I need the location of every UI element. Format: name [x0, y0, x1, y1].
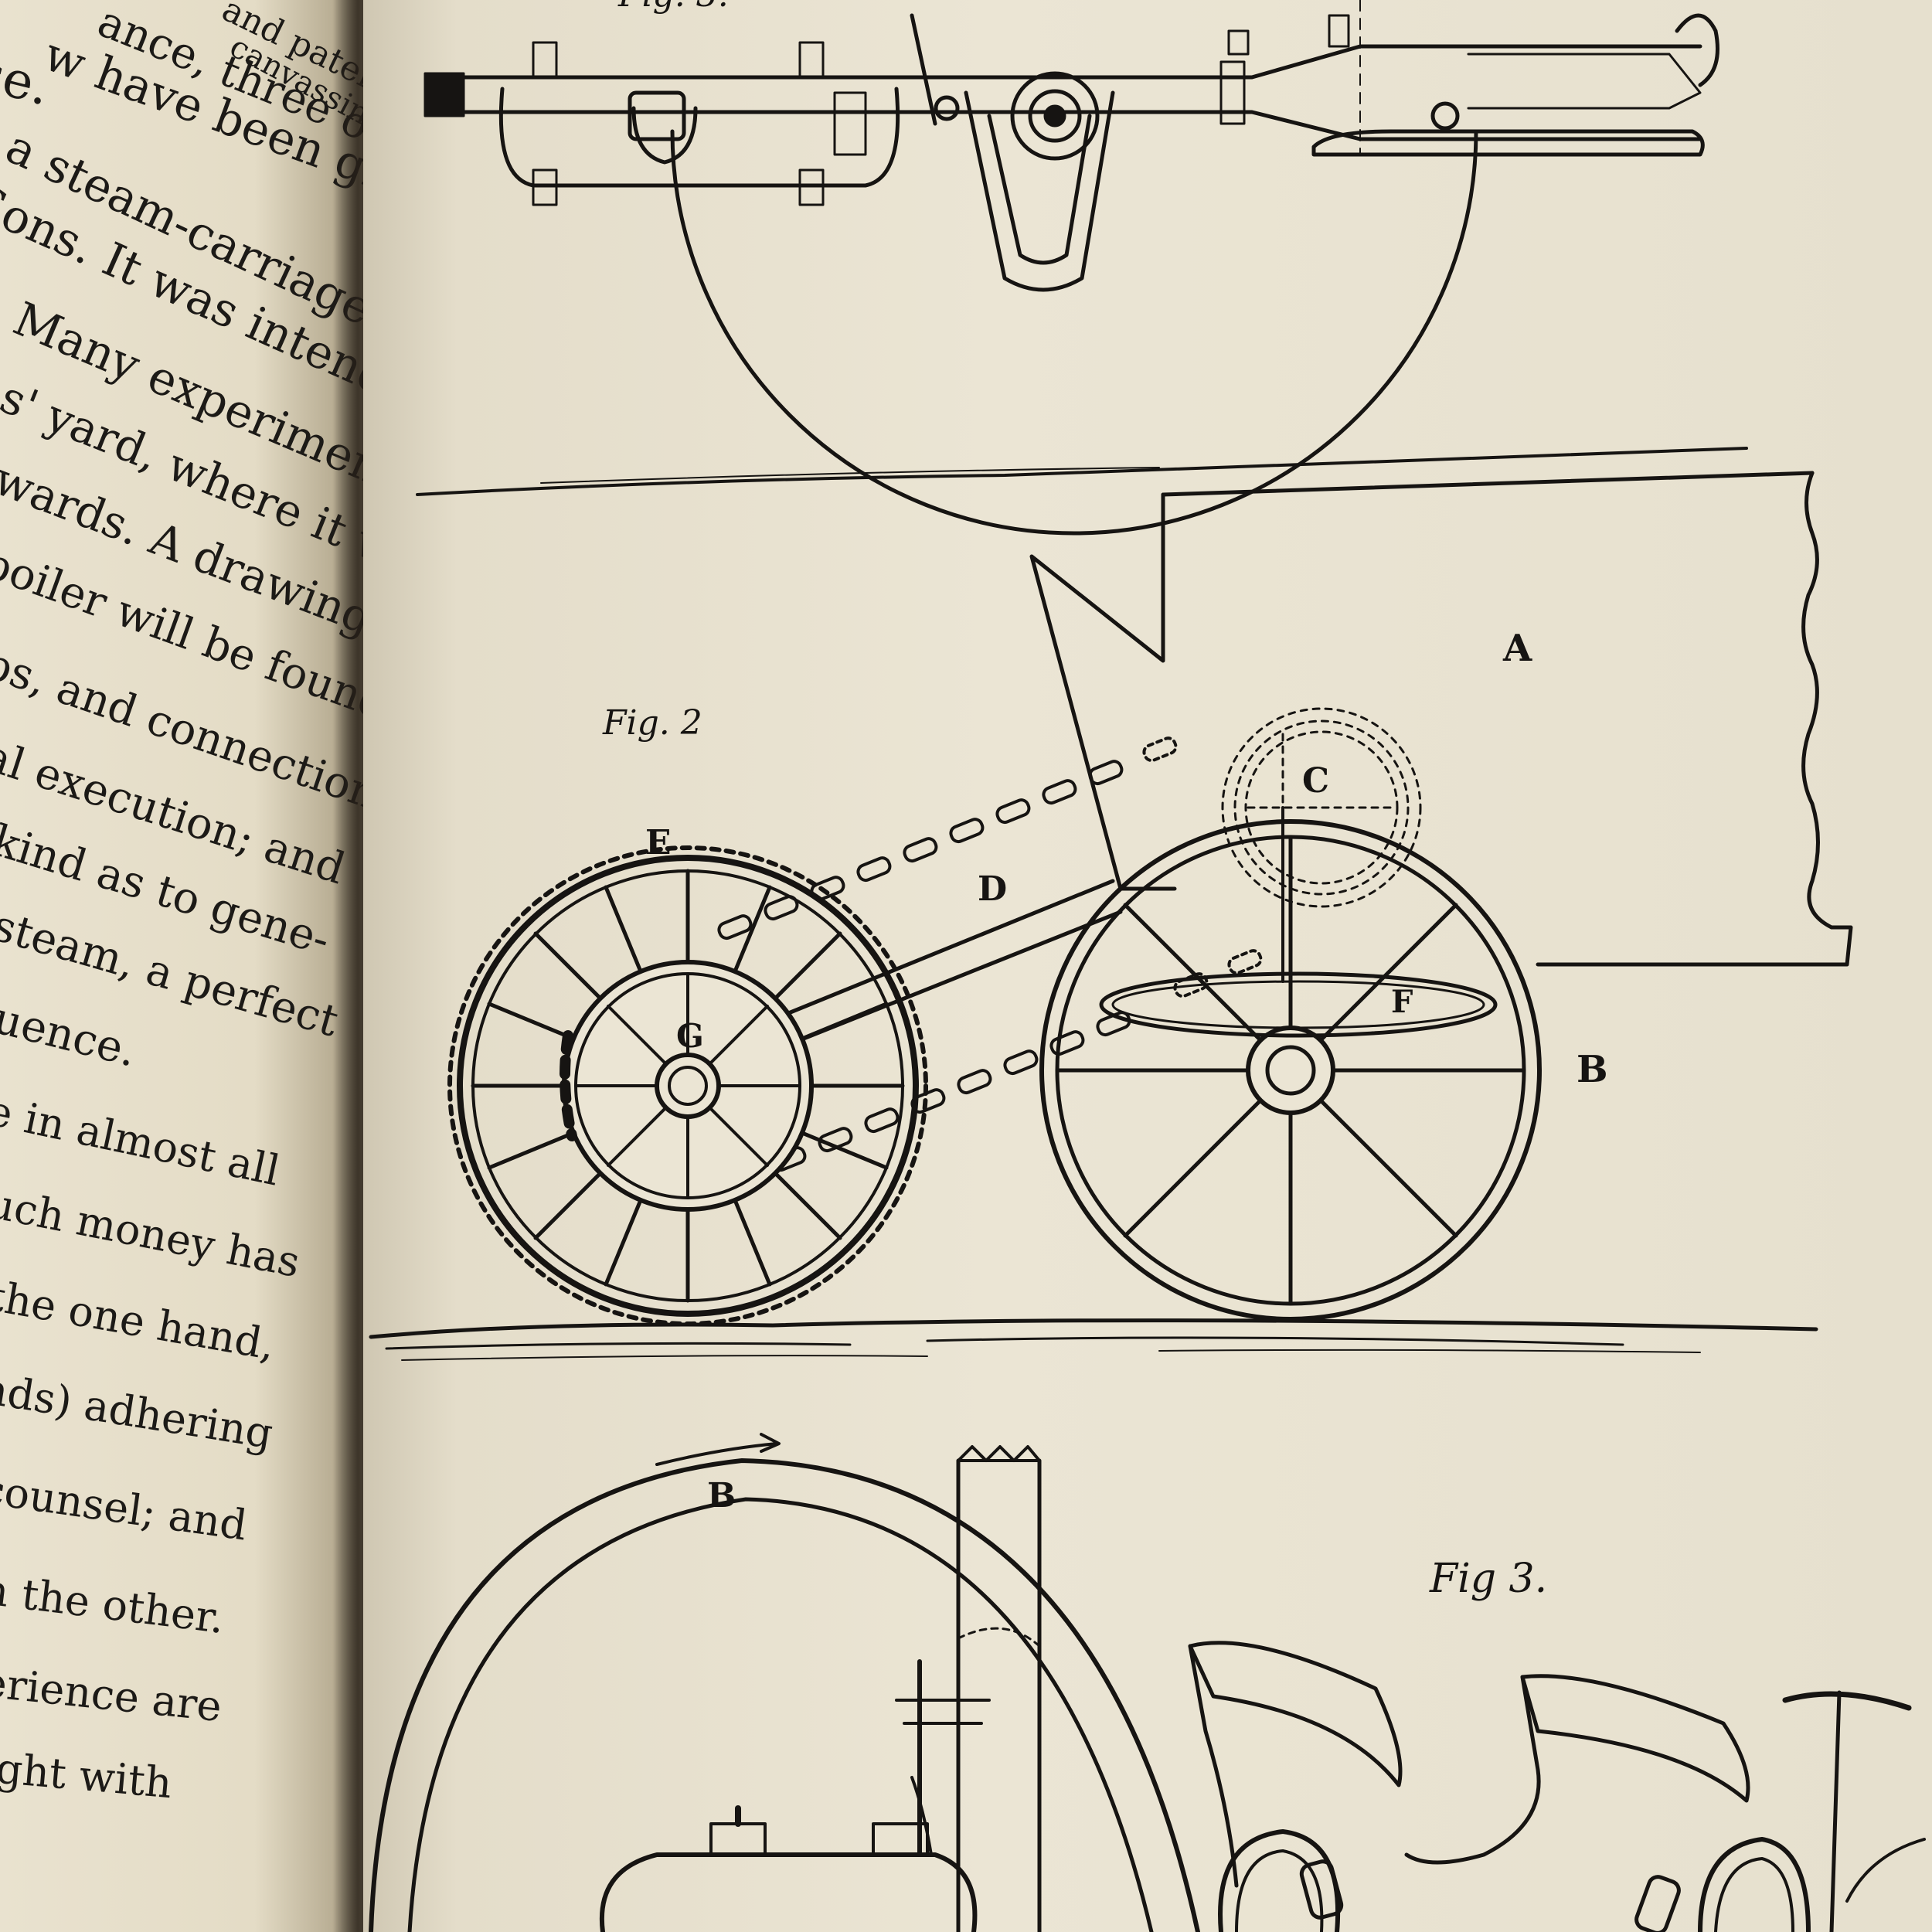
fig1-label: Fig. 3. [617, 0, 729, 15]
label-e: E [645, 823, 672, 862]
fig2-chain-drive-carriage [369, 471, 1853, 1361]
label-a: A [1502, 627, 1532, 670]
fig2-label: Fig. 2 [602, 703, 702, 743]
fig1-steam-carriage-plan [416, 0, 1748, 536]
label-b: B [1577, 1048, 1608, 1091]
label-g: G [676, 1017, 704, 1055]
left-text-page: w have been gradually ance, three or fou… [0, 0, 363, 1932]
toothed-drive-wheel [447, 845, 928, 1326]
label-c: C [1302, 761, 1329, 801]
label-f: F [1391, 984, 1413, 1020]
label-b-fig3: B [707, 1476, 736, 1515]
fig3-label: Fig 3. [1429, 1556, 1547, 1602]
fig3-carriage-side [369, 1433, 1926, 1932]
spoked-road-wheel [1039, 806, 1542, 1321]
label-d: D [978, 869, 1007, 909]
